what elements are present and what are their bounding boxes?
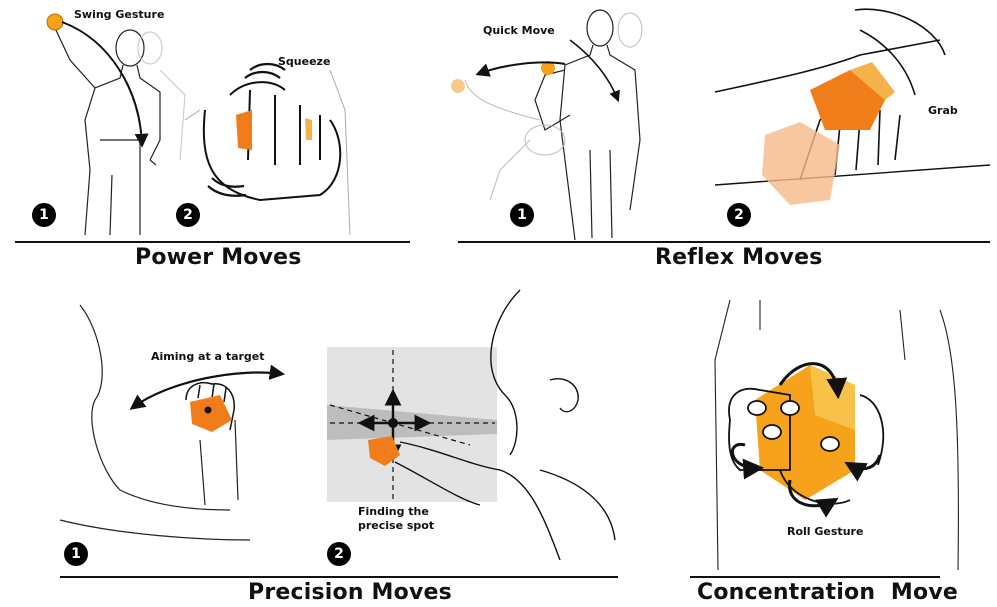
quick-move-label: Quick Move bbox=[483, 24, 555, 37]
grab-ball-ghost bbox=[762, 122, 840, 205]
power-moves-step-1-badge: 1 bbox=[32, 203, 56, 227]
swing-ball bbox=[47, 14, 63, 30]
precision-moves-title: Precision Moves bbox=[248, 580, 452, 605]
roll-gesture-label: Roll Gesture bbox=[787, 525, 863, 538]
precise-spot-label: precise spot bbox=[358, 519, 434, 532]
squeeze-ball-right bbox=[305, 118, 312, 140]
reflex-moves-step-2-badge: 2 bbox=[727, 203, 751, 227]
power-moves-title: Power Moves bbox=[135, 245, 302, 270]
concentration-move-title: Concentration Move bbox=[697, 580, 958, 605]
reflex-moves-step-1-badge: 1 bbox=[510, 203, 534, 227]
aiming-at-a-target-label: Aiming at a target bbox=[151, 350, 265, 363]
swing-gesture-figure bbox=[55, 28, 185, 235]
swing-gesture-label: Swing Gesture bbox=[74, 8, 164, 21]
aiming-dot bbox=[205, 407, 212, 414]
quick-move-ball-ghost bbox=[451, 79, 465, 93]
precise-spot-center bbox=[388, 418, 398, 428]
quick-move-ghost bbox=[465, 13, 642, 200]
aiming-ball bbox=[190, 395, 232, 432]
squeeze-ball-left bbox=[236, 110, 252, 150]
reflex-moves-title: Reflex Moves bbox=[655, 245, 823, 270]
grab-label: Grab bbox=[928, 104, 958, 117]
precision-moves-step-2-badge: 2 bbox=[327, 542, 351, 566]
squeeze-label: Squeeze bbox=[278, 55, 330, 68]
precision-moves-step-1-badge: 1 bbox=[64, 542, 88, 566]
quick-move-arrow-down bbox=[570, 40, 618, 100]
power-moves-step-2-badge: 2 bbox=[176, 203, 200, 227]
finding-the-label: Finding the bbox=[358, 505, 429, 518]
squeeze-hand bbox=[185, 70, 350, 235]
